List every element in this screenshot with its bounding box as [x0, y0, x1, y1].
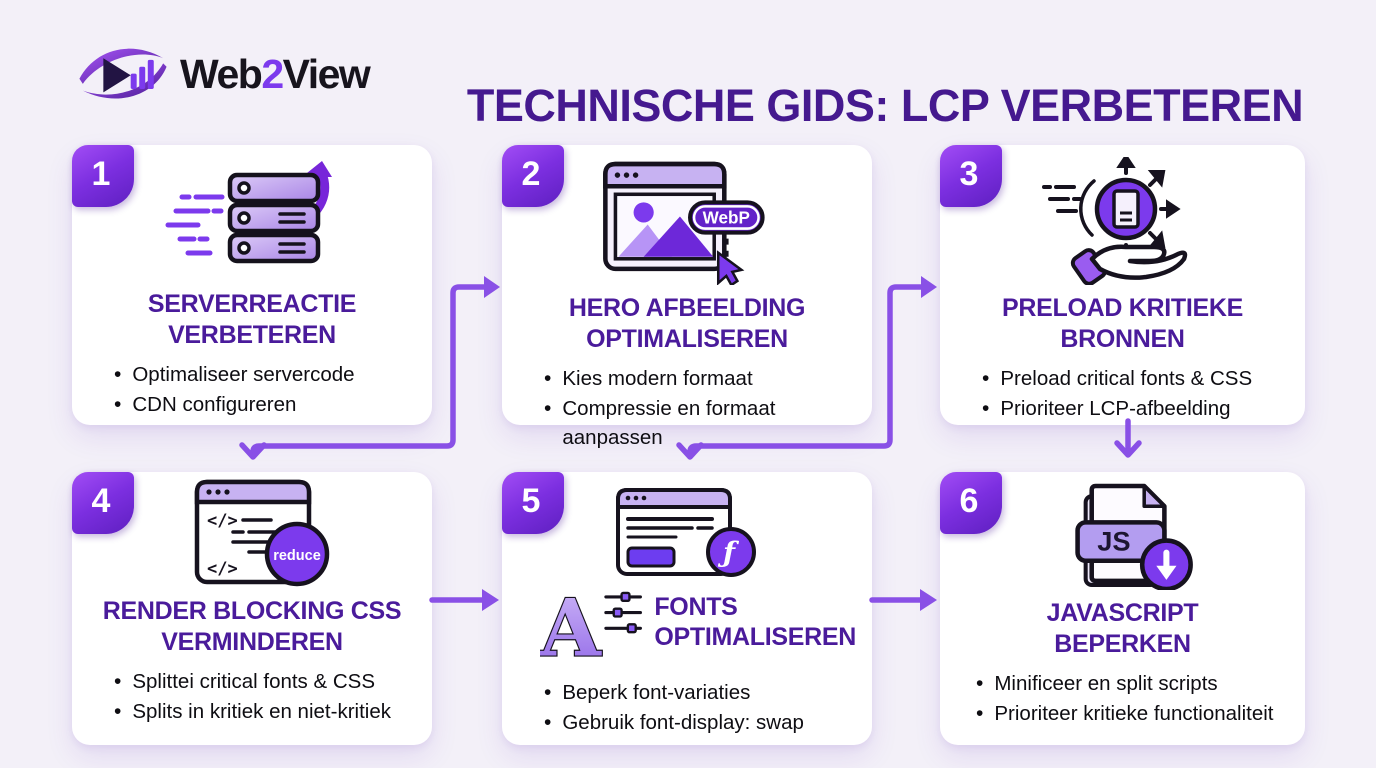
- bullet-item: Optimaliseer servercode: [114, 360, 416, 390]
- bullet-item: CDN configureren: [114, 390, 416, 420]
- card-title: SERVERREACTIE VERBETEREN: [147, 290, 357, 349]
- card-bullets: Preload critical fonts & CSS Prioriteer …: [956, 364, 1289, 424]
- step-number-badge: 1: [72, 145, 134, 207]
- arrowhead-down-card4: [239, 442, 267, 460]
- js-band-label: JS: [1097, 526, 1130, 557]
- logo-word-2: 2: [261, 50, 284, 97]
- step-card-3: 3 PRELOAD KRITIEK: [940, 145, 1305, 425]
- preload-hand-resources-icon: [1027, 157, 1219, 285]
- bullet-text: Splits in kritiek en niet-kritiek: [132, 699, 391, 723]
- bullet-text: Prioriteer kritieke functionaliteit: [994, 701, 1274, 725]
- font-settings-icon: ƒ: [612, 486, 762, 577]
- page-title: TECHNISCHE GIDS: LCP VERBETEREN: [466, 80, 1304, 132]
- florin-badge-label: ƒ: [717, 536, 740, 569]
- step-number-badge: 2: [502, 145, 564, 207]
- hero-image-webp-icon: WebP: [591, 161, 783, 285]
- card-bullets: Optimaliseer servercode CDN configureren: [88, 360, 416, 420]
- step-number-badge: 6: [940, 472, 1002, 534]
- bullet-text: Kies modern formaat: [562, 367, 753, 390]
- logo-wordmark: Web2View: [180, 50, 371, 98]
- webp-badge-label: WebP: [703, 208, 750, 228]
- bullet-text: Beperk font-variaties: [562, 681, 751, 704]
- bullet-text: Splittei critical fonts & CSS: [132, 670, 376, 693]
- arrowhead-down-card6: [1114, 440, 1142, 458]
- logo-word-web: Web: [180, 50, 263, 97]
- arrowhead-right-card2: [484, 276, 500, 298]
- web2view-logo: Web2View: [76, 36, 371, 112]
- js-file-download-icon: JS: [1047, 483, 1199, 590]
- step-card-6: 6 JS JAVASCRIPT BEPERKEN Minificeer en s…: [940, 472, 1305, 745]
- card-bullets: Minificeer en split scripts Prioriteer k…: [956, 669, 1289, 729]
- bullet-text: CDN configureren: [132, 392, 297, 416]
- logo-word-view: View: [282, 50, 371, 97]
- bullet-text: Optimaliseer servercode: [132, 363, 355, 386]
- bullet-item: Minificeer en split scripts: [976, 669, 1289, 699]
- step-number: 5: [521, 481, 541, 520]
- card-title: PRELOAD KRITIEKE BRONNEN: [1001, 294, 1244, 353]
- letter-a-glyph: A: [540, 583, 602, 668]
- card-bullets: Kies modern formaat Compressie en formaa…: [518, 364, 856, 452]
- bullet-item: Preload critical fonts & CSS: [982, 364, 1289, 394]
- bullet-item: Prioriteer LCP-afbeelding: [982, 394, 1289, 424]
- step-card-5: 5 ƒ A FONT: [502, 472, 872, 745]
- step-card-1: 1: [72, 145, 432, 425]
- card-title: RENDER BLOCKING CSS VERMINDEREN: [102, 597, 402, 656]
- bullet-item: Kies modern formaat: [544, 364, 856, 394]
- svg-text:</>: </>: [207, 559, 238, 579]
- bullet-item: Splits in kritiek en niet-kritiek: [114, 697, 416, 727]
- bullet-text: Preload critical fonts & CSS: [1000, 367, 1253, 390]
- letter-a-sliders-icon: A: [540, 582, 642, 668]
- bullet-item: Gebruik font-display: swap: [544, 708, 856, 738]
- arrowhead-right-card6: [920, 589, 937, 611]
- bullet-item: Prioriteer kritieke functionaliteit: [976, 699, 1289, 729]
- step-number: 2: [521, 154, 541, 193]
- code-reduce-icon: </> </> reduce: [156, 479, 348, 588]
- bullet-text: Compressie en formaat aanpassen: [562, 396, 776, 449]
- reduce-badge-label: reduce: [273, 548, 321, 564]
- speed-server-icon: [151, 161, 353, 281]
- step-card-2: 2 WebP HERO AFBEELDING OPTIMALISEREN Kie…: [502, 145, 872, 449]
- card-title: JAVASCRIPT BEPERKEN: [1046, 599, 1199, 658]
- card-bullets: Splittei critical fonts & CSS Splits in …: [88, 667, 416, 727]
- card-title: HERO AFBEELDING OPTIMALISEREN: [568, 294, 806, 353]
- bullet-text: Gebruik font-display: swap: [562, 710, 804, 734]
- arrowhead-right-card3: [921, 276, 937, 298]
- bullet-item: Splittei critical fonts & CSS: [114, 667, 416, 697]
- step-number-badge: 5: [502, 472, 564, 534]
- web2view-eye-logo-icon: [79, 48, 167, 99]
- step-number-badge: 4: [72, 472, 134, 534]
- step-number: 3: [959, 154, 979, 193]
- step-card-4: 4 </> </> reduce RENDER BLOCKING CSS VER…: [72, 472, 432, 745]
- step-number: 1: [91, 154, 111, 193]
- step-number: 6: [959, 481, 979, 520]
- bullet-item: Beperk font-variaties: [544, 678, 856, 708]
- step-number: 4: [91, 481, 111, 520]
- svg-text:</>: </>: [207, 511, 238, 531]
- bullet-item: Compressie en formaat aanpassen: [544, 394, 856, 452]
- card-title: FONTS OPTIMALISEREN: [654, 592, 856, 652]
- card-bullets: Beperk font-variaties Gebruik font-displ…: [518, 678, 856, 738]
- bullet-text: Minificeer en split scripts: [994, 672, 1218, 695]
- bullet-text: Prioriteer LCP-afbeelding: [1000, 396, 1231, 420]
- step-number-badge: 3: [940, 145, 1002, 207]
- arrowhead-right-card5: [482, 589, 499, 611]
